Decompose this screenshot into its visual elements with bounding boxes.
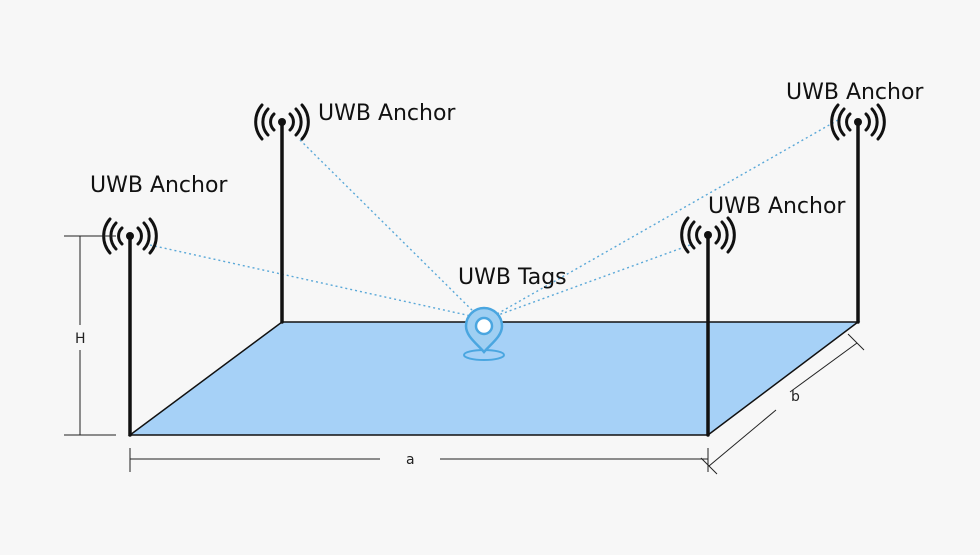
height-dimension — [64, 235, 116, 436]
antenna-icon — [680, 216, 736, 254]
anchor-label-3: UWB Anchor — [786, 80, 924, 105]
length-label: a — [406, 452, 415, 468]
signal-line-1 — [149, 244, 481, 319]
anchor-label-4: UWB Anchor — [708, 194, 846, 219]
signal-line-4 — [489, 244, 691, 319]
height-label: H — [75, 331, 86, 347]
antenna-icon — [254, 103, 310, 141]
signal-line-3 — [489, 119, 839, 319]
width-label: b — [791, 389, 800, 405]
length-dimension — [129, 448, 709, 472]
signal-line-2 — [299, 139, 481, 319]
anchor-label-2: UWB Anchor — [318, 101, 456, 126]
anchor-label-1: UWB Anchor — [90, 173, 228, 198]
antenna-icon — [102, 217, 158, 255]
antenna-icon — [830, 103, 886, 141]
width-dimension — [700, 333, 865, 475]
tag-label: UWB Tags — [458, 265, 567, 290]
location-pin-icon — [463, 306, 505, 361]
